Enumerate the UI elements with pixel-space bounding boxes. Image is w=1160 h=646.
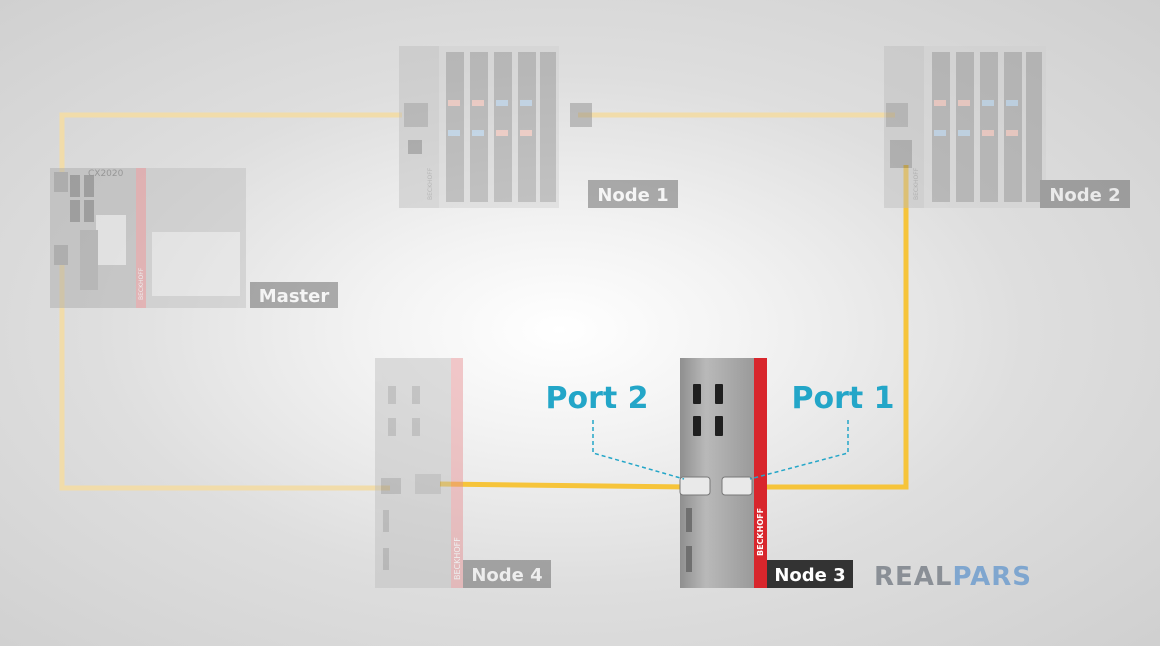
cable-node3-to-node2 (748, 165, 909, 490)
active-cables (439, 165, 909, 490)
master-brand-text: BECKHOFF (138, 267, 145, 300)
node3-port2-connector (679, 476, 711, 496)
cable-node4-to-node3 (439, 481, 691, 490)
logo-real-text: REAL (874, 562, 952, 592)
master-label: Master (259, 286, 330, 307)
port-callouts: Port 2 Port 1 (545, 381, 895, 480)
node-1: BECKHOFF Node 1 (399, 46, 678, 208)
node1-label: Node 1 (597, 185, 668, 206)
port1-leader-line (749, 420, 849, 480)
cable-master-to-node1 (59, 112, 402, 172)
port2-label: Port 2 (545, 381, 648, 416)
node-2: BECKHOFF Node 2 (884, 46, 1130, 208)
node3-label: Node 3 (774, 565, 845, 586)
realpars-logo: REALPARS (874, 562, 1032, 592)
node2-label-bg (1040, 180, 1130, 208)
node1-brand-text: BECKHOFF (427, 167, 434, 200)
logo-pars-text: PARS (952, 562, 1032, 592)
node1-label-bg (588, 180, 678, 208)
node4-label: Node 4 (471, 565, 542, 586)
port1-label: Port 1 (791, 381, 894, 416)
node2-brand-text: BECKHOFF (913, 167, 920, 200)
node3-port1-connector (721, 476, 753, 496)
node3-brand-text: BECKHOFF (756, 508, 765, 556)
svg-text:REALPARS: REALPARS (874, 562, 1032, 592)
node4-label-bg (463, 560, 551, 588)
master-label-bg (250, 282, 338, 308)
node3-label-bg (767, 560, 853, 588)
master-model-text: CX2020 (88, 169, 124, 179)
node4-brand-text: BECKHOFF (453, 537, 462, 580)
node-3: BECKHOFF Node 3 (679, 358, 853, 588)
cable-master-to-node4 (59, 265, 390, 491)
faded-cables (59, 112, 895, 491)
node2-label: Node 2 (1049, 185, 1120, 206)
master-controller: CX2020 BECKHOFF Master (50, 168, 338, 308)
port2-leader-line (592, 420, 685, 480)
node-4: BECKHOFF Node 4 (375, 358, 551, 588)
